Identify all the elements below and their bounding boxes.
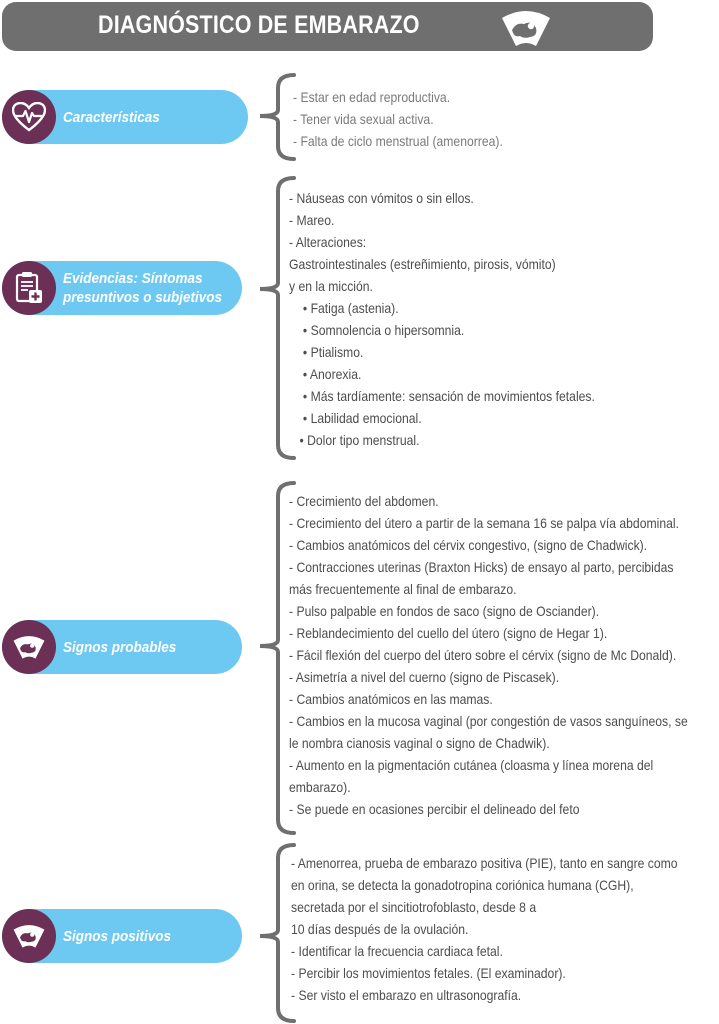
list-item: • Ptialismo. bbox=[302, 344, 364, 360]
icon-circle bbox=[2, 909, 56, 963]
list-item: más frecuentemente al final de embarazo. bbox=[289, 581, 517, 597]
list-item: • Fatiga (astenia). bbox=[302, 300, 399, 316]
list-item: - Cambios anatómicos del cérvix congesti… bbox=[289, 537, 648, 553]
bracket bbox=[259, 73, 296, 161]
list-item: - Crecimiento del abdomen. bbox=[289, 493, 439, 509]
items-signos-positivos: - Amenorrea, prueba de embarazo positiva… bbox=[291, 852, 719, 1006]
list-item: - Náuseas con vómitos o sin ellos. bbox=[289, 190, 474, 206]
section-label: Signos positivos bbox=[63, 927, 172, 945]
icon-circle bbox=[2, 261, 56, 315]
title-bar: DIAGNÓSTICO DE EMBARAZO bbox=[2, 2, 653, 51]
section-label-line: Evidencias: Síntomas bbox=[63, 270, 203, 287]
section-pill-evidencias: Evidencias: Síntomas presuntivos o subje… bbox=[2, 261, 242, 315]
list-item: • Somnolencia o hipersomnia. bbox=[302, 322, 465, 338]
section-pill-signos-positivos: Signos positivos bbox=[2, 909, 242, 963]
heart-pulse-icon bbox=[12, 102, 46, 132]
medical-clipboard-icon bbox=[15, 272, 42, 303]
list-item: 10 días después de la ovulación. bbox=[291, 921, 469, 937]
icon-circle bbox=[2, 620, 56, 674]
list-item: le nombra cianosis vaginal o signo de Ch… bbox=[289, 735, 550, 751]
list-item: secretada por el sincitiotrofoblasto, de… bbox=[291, 899, 537, 915]
list-item: y en la micción. bbox=[289, 278, 373, 294]
items-evidencias: - Náuseas con vómitos o sin ellos. - Mar… bbox=[289, 187, 641, 451]
ultrasound-fetus-icon bbox=[13, 636, 45, 659]
list-item: - Mareo. bbox=[289, 212, 335, 228]
items-caracteristicas: - Estar en edad reproductiva. - Tener vi… bbox=[293, 86, 534, 152]
section-pill-signos-probables: Signos probables bbox=[2, 620, 242, 674]
page-title: DIAGNÓSTICO DE EMBARAZO bbox=[98, 11, 420, 39]
bracket bbox=[259, 176, 296, 460]
bracket bbox=[259, 843, 296, 1023]
list-item: - Identificar la frecuencia cardiaca fet… bbox=[291, 943, 503, 959]
list-item: - Crecimiento del útero a partir de la s… bbox=[289, 515, 679, 531]
items-signos-probables: - Crecimiento del abdomen. - Crecimiento… bbox=[289, 490, 719, 820]
bracket bbox=[259, 481, 296, 835]
list-item: - Amenorrea, prueba de embarazo positiva… bbox=[291, 855, 678, 871]
section-label: Signos probables bbox=[63, 638, 177, 656]
list-item: • Dolor tipo menstrual. bbox=[299, 432, 420, 448]
list-item: - Falta de ciclo menstrual (amenorrea). bbox=[293, 133, 503, 149]
list-item: - Tener vida sexual activa. bbox=[293, 111, 434, 127]
ultrasound-fetus-icon bbox=[13, 925, 45, 948]
list-item: - Ser visto el embarazo en ultrasonograf… bbox=[291, 987, 522, 1003]
list-item: - Alteraciones: bbox=[289, 234, 367, 250]
list-item: - Contracciones uterinas (Braxton Hicks)… bbox=[289, 559, 674, 575]
list-item: - Se puede en ocasiones percibir el deli… bbox=[289, 801, 580, 817]
list-item: - Fácil flexión del cuerpo del útero sob… bbox=[289, 647, 677, 663]
list-item: - Reblandecimiento del cuello del útero … bbox=[289, 625, 608, 641]
section-label: Evidencias: Síntomas presuntivos o subje… bbox=[63, 261, 222, 315]
list-item: • Anorexia. bbox=[302, 366, 362, 382]
section-label-line: presuntivos o subjetivos bbox=[63, 289, 223, 306]
list-item: - Cambios en la mucosa vaginal (por cong… bbox=[289, 713, 688, 729]
list-item: • Labilidad emocional. bbox=[302, 410, 422, 426]
section-label: Características bbox=[63, 108, 160, 126]
list-item: - Cambios anatómicos en las mamas. bbox=[289, 691, 493, 707]
list-item: - Asimetría a nivel del cuerno (signo de… bbox=[289, 669, 560, 685]
list-item: en orina, se detecta la gonadotropina co… bbox=[291, 877, 634, 893]
section-pill-caracteristicas: Características bbox=[2, 90, 248, 144]
list-item: • Más tardíamente: sensación de movimien… bbox=[302, 388, 595, 404]
list-item: Gastrointestinales (estreñimiento, piros… bbox=[289, 256, 556, 272]
ultrasound-fetus-icon bbox=[502, 11, 550, 46]
list-item: - Aumento en la pigmentación cutánea (cl… bbox=[289, 757, 654, 773]
list-item: - Pulso palpable en fondos de saco (sign… bbox=[289, 603, 600, 619]
list-item: - Estar en edad reproductiva. bbox=[293, 89, 451, 105]
icon-circle bbox=[2, 90, 56, 144]
list-item: - Percibir los movimientos fetales. (El … bbox=[291, 965, 566, 981]
list-item: embarazo). bbox=[289, 779, 351, 795]
